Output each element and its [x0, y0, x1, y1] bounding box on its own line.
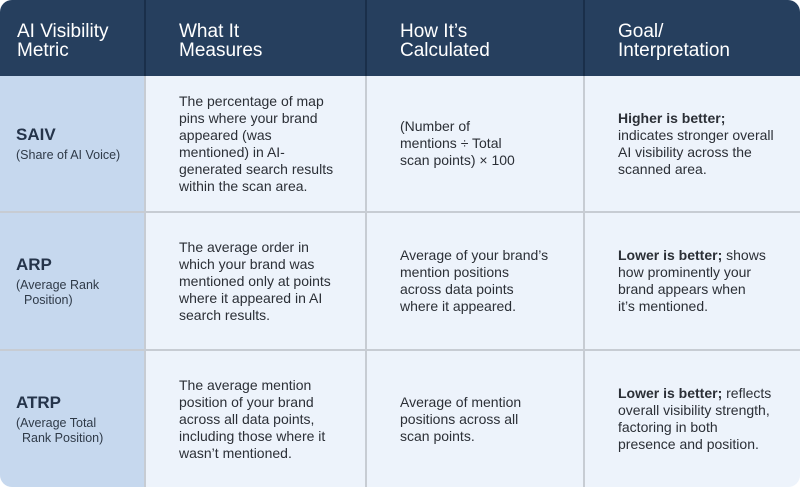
calculated-text: Average of mention positions across all …: [400, 394, 521, 445]
metric-full-name: (Share of AI Voice): [16, 148, 120, 163]
metric-name: ATRP: [16, 392, 62, 412]
measures-text: The average mention position of your bra…: [179, 377, 325, 462]
calculated-cell-arp: Average of your brand’s mention position…: [367, 213, 585, 351]
header-metric-line-2: Metric: [17, 40, 69, 61]
measures-line: The percentage of map: [179, 92, 324, 109]
metric-full-line: (Average Total: [16, 415, 97, 430]
goal-line: shows: [722, 247, 766, 263]
measures-line: search results.: [179, 306, 271, 323]
header-goal: Goal/ Interpretation: [585, 0, 800, 76]
header-measures-line-2: Measures: [179, 40, 263, 61]
metric-cell-arp: ARP (Average Rank Position): [0, 213, 146, 351]
goal-line: how prominently your: [618, 264, 752, 280]
measures-line: The average mention: [179, 376, 312, 393]
metric-name: SAIV: [16, 124, 56, 144]
goal-text: Higher is better; indicates stronger ove…: [618, 110, 774, 178]
goal-cell-atrp: Lower is better; reflects overall visibi…: [585, 351, 800, 487]
calculated-cell-saiv: (Number of mentions ÷ Total scan points)…: [367, 76, 585, 213]
calculated-line: scan points) × 100: [400, 152, 515, 168]
goal-line: factoring in both: [618, 419, 718, 435]
calculated-line: mentions ÷ Total: [400, 135, 502, 151]
metric-full-name: (Average Total Rank Position): [16, 416, 103, 446]
goal-emphasis: Lower is better;: [618, 247, 723, 263]
header-goal-line-2: Interpretation: [618, 40, 730, 61]
measures-text: The percentage of map pins where your br…: [179, 93, 333, 195]
goal-emphasis: Higher is better;: [618, 109, 726, 126]
goal-line: it’s mentioned.: [618, 298, 709, 314]
measures-line: mentioned) in AI-: [179, 143, 285, 160]
calculated-text: (Number of mentions ÷ Total scan points)…: [400, 118, 515, 169]
metric-name: ARP: [16, 254, 52, 274]
goal-cell-arp: Lower is better; shows how prominently y…: [585, 213, 800, 351]
measures-line: pins where your brand: [179, 109, 318, 126]
measures-cell-arp: The average order in which your brand wa…: [146, 213, 367, 351]
calculated-line: scan points.: [400, 427, 475, 444]
goal-emphasis: Lower is better;: [618, 385, 723, 401]
metric-cell-saiv: SAIV (Share of AI Voice): [0, 76, 146, 213]
header-calculated-line-2: Calculated: [400, 40, 490, 61]
header-measures-line-1: What It: [179, 21, 240, 42]
measures-line: across all data points,: [179, 410, 315, 427]
calculated-line: mention positions: [400, 264, 509, 280]
header-calculated: How It’s Calculated: [367, 0, 585, 76]
header-metric: AI Visibility Metric: [0, 0, 146, 76]
measures-line: where it appeared in AI: [179, 289, 323, 306]
goal-cell-saiv: Higher is better; indicates stronger ove…: [585, 76, 800, 213]
measures-line: wasn’t mentioned.: [179, 444, 292, 461]
calculated-line: positions across all: [400, 410, 519, 427]
goal-line: scanned area.: [618, 160, 707, 177]
header-goal-line-1: Goal/: [618, 21, 664, 42]
calculated-line: (Number of: [400, 118, 471, 134]
goal-line: overall visibility strength,: [618, 402, 770, 418]
metric-full-name: (Average Rank Position): [16, 278, 99, 308]
metric-full-line: (Share of AI Voice): [16, 147, 121, 162]
goal-line: indicates stronger overall: [618, 126, 774, 143]
calculated-line: where it appeared.: [400, 298, 516, 314]
calculated-line: Average of your brand’s: [400, 247, 549, 263]
measures-line: which your brand was: [179, 255, 315, 272]
calculated-cell-atrp: Average of mention positions across all …: [367, 351, 585, 487]
header-measures: What It Measures: [146, 0, 367, 76]
measures-line: generated search results: [179, 160, 334, 177]
metric-cell-atrp: ATRP (Average Total Rank Position): [0, 351, 146, 487]
header-calculated-line-1: How It’s: [400, 21, 468, 42]
measures-line: position of your brand: [179, 393, 314, 410]
goal-line: AI visibility across the: [618, 143, 752, 160]
measures-line: appeared (was: [179, 126, 272, 143]
calculated-line: Average of mention: [400, 393, 522, 410]
goal-text: Lower is better; reflects overall visibi…: [618, 385, 771, 453]
measures-line: within the scan area.: [179, 177, 308, 194]
measures-line: including those where it: [179, 427, 326, 444]
goal-line: reflects: [722, 385, 772, 401]
measures-line: mentioned only at points: [179, 272, 331, 289]
calculated-text: Average of your brand’s mention position…: [400, 247, 548, 315]
measures-cell-atrp: The average mention position of your bra…: [146, 351, 367, 487]
header-metric-line-1: AI Visibility: [17, 21, 109, 42]
metric-full-line: Position): [24, 292, 73, 307]
measures-line: The average order in: [179, 238, 309, 255]
measures-text: The average order in which your brand wa…: [179, 239, 331, 324]
goal-line: presence and position.: [618, 436, 759, 452]
measures-cell-saiv: The percentage of map pins where your br…: [146, 76, 367, 213]
calculated-line: across data points: [400, 281, 514, 297]
metric-full-line: Rank Position): [22, 430, 104, 445]
metric-full-line: (Average Rank: [16, 277, 100, 292]
goal-line: brand appears when: [618, 281, 746, 297]
goal-text: Lower is better; shows how prominently y…: [618, 247, 766, 315]
